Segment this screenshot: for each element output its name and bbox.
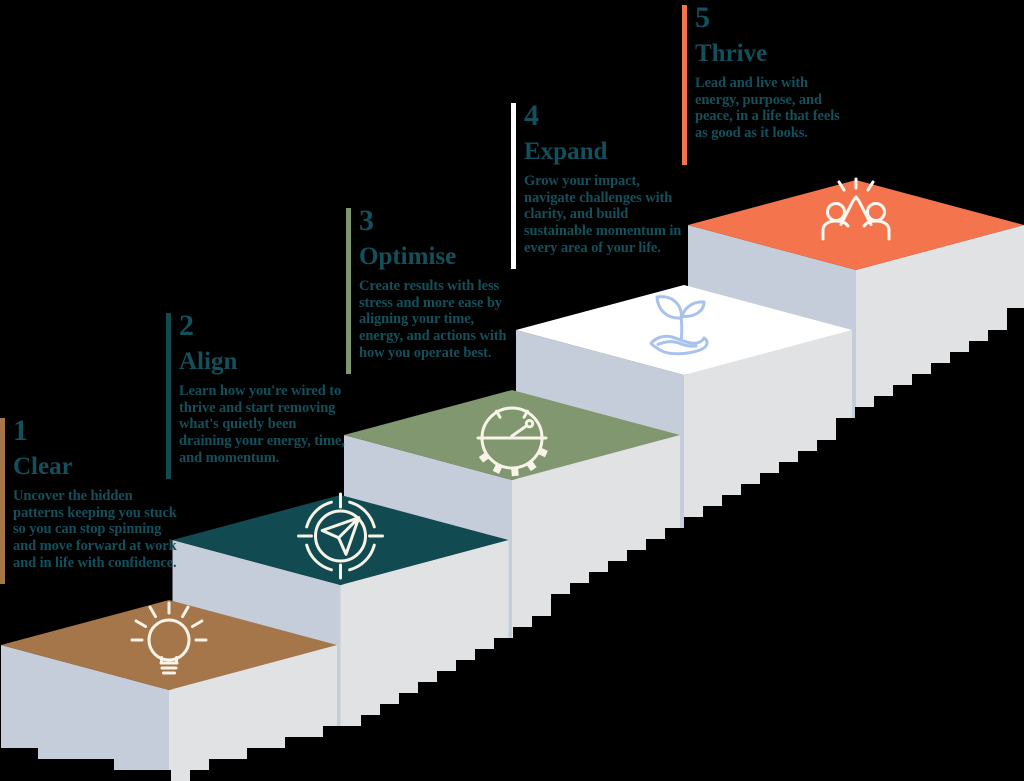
step-number: 1 bbox=[13, 414, 28, 447]
step-description: Create results with less stress and more… bbox=[359, 277, 507, 361]
high-five-icon bbox=[821, 177, 891, 241]
step-block-3: 3 Optimise Create results with less stre… bbox=[346, 206, 531, 378]
step-number: 3 bbox=[359, 204, 374, 237]
step-5-top bbox=[688, 180, 1024, 270]
step-1-top bbox=[1, 600, 337, 690]
step-title: Align bbox=[179, 348, 238, 375]
step-title: Expand bbox=[524, 138, 608, 165]
step-title: Thrive bbox=[695, 40, 768, 67]
step-accent-line bbox=[166, 313, 171, 479]
compass-icon bbox=[297, 492, 384, 580]
step-block-5: 5 Thrive Lead and live with energy, purp… bbox=[682, 3, 867, 169]
step-4-top bbox=[516, 285, 852, 375]
step-number: 2 bbox=[179, 309, 194, 342]
step-title: Clear bbox=[13, 453, 73, 480]
step-1-left-face bbox=[1, 645, 169, 781]
step-block-1: 1 Clear Uncover the hidden patterns keep… bbox=[0, 416, 185, 588]
step-description: Uncover the hidden patterns keeping you … bbox=[13, 487, 177, 571]
torn-bottom-edge bbox=[0, 308, 1024, 781]
step-accent-line bbox=[682, 5, 687, 165]
seedling-hand-icon bbox=[649, 295, 709, 356]
step-accent-line bbox=[0, 418, 5, 584]
step-title: Optimise bbox=[359, 243, 457, 270]
step-number: 4 bbox=[524, 99, 539, 132]
step-description: Grow your impact, navigate challenges wi… bbox=[524, 172, 682, 256]
step-accent-line bbox=[346, 208, 351, 374]
step-description: Learn how you're wired to thrive and sta… bbox=[179, 382, 345, 466]
lightbulb-icon bbox=[130, 601, 208, 675]
gauge-gear-icon bbox=[476, 406, 548, 477]
step-number: 5 bbox=[695, 1, 710, 34]
step-accent-line bbox=[511, 103, 516, 269]
step-block-4: 4 Expand Grow your impact, navigate chal… bbox=[511, 101, 696, 273]
step-block-2: 2 Align Learn how you're wired to thrive… bbox=[166, 311, 351, 483]
step-description: Lead and live with energy, purpose, and … bbox=[695, 74, 840, 142]
